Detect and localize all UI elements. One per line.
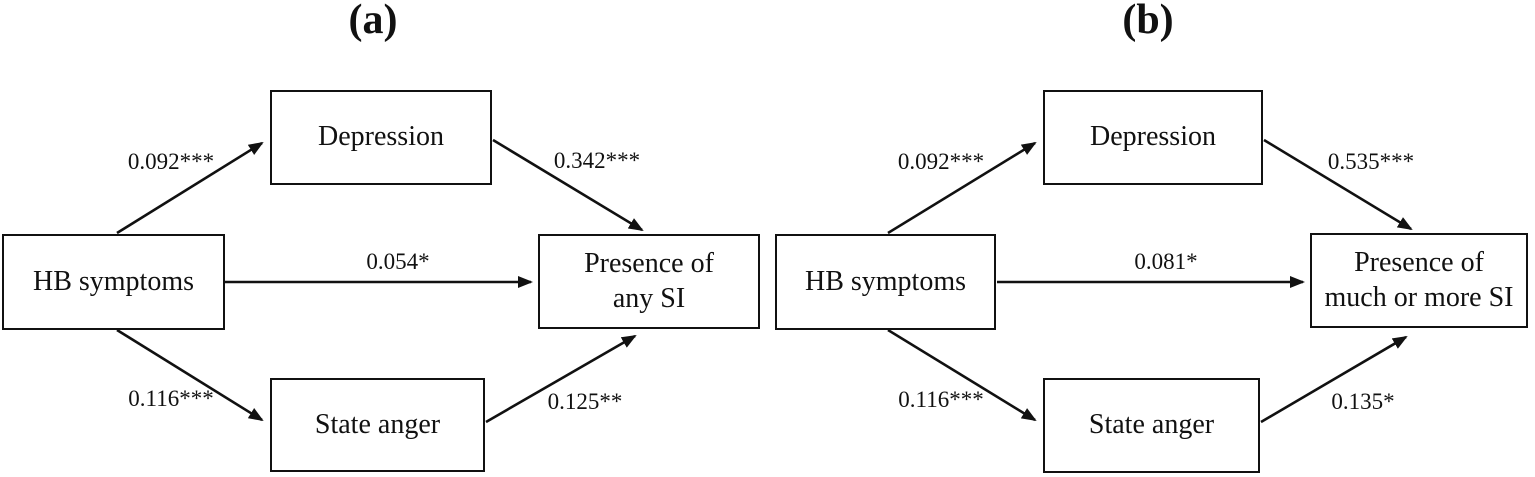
panel-a-coef-mediator-top-to-outcome: 0.342*** — [553, 148, 641, 173]
arrow-b-depression-to-outcome — [1263, 138, 1413, 231]
arrow-a-predictor-to-depression — [116, 141, 264, 235]
arrow-a-predictor-to-stateanger — [116, 328, 264, 422]
panel-b-predictor-box: HB symptoms — [775, 234, 996, 330]
panel-b-coef-predictor-to-mediator-bottom: 0.116*** — [898, 387, 984, 412]
panel-a-coef-mediator-bottom-to-outcome: 0.125** — [547, 389, 623, 414]
panel-b-predictor-label: HB symptoms — [804, 265, 967, 297]
panel-b-mediator-top-label: Depression — [1090, 121, 1216, 153]
arrow-b-predictor-to-stateanger — [887, 328, 1037, 422]
panel-a-predictor-box: HB symptoms — [2, 234, 225, 330]
panel-a-coef-predictor-to-mediator-top: 0.092*** — [127, 149, 215, 174]
arrow-a-stateanger-to-outcome — [485, 334, 637, 424]
panel-a-outcome-label-line2: any SI — [612, 282, 686, 314]
arrow-b-stateanger-to-outcome — [1260, 335, 1408, 424]
panel-a-outcome-label-line1: Presence of — [584, 248, 714, 280]
panel-b-coef-mediator-bottom-to-outcome: 0.135* — [1331, 389, 1395, 414]
panel-b-outcome-label-line2: much or more SI — [1324, 281, 1514, 313]
panel-a-mediator-bottom-box: State anger — [270, 378, 485, 472]
panel-a-mediator-top-label: Depression — [318, 121, 444, 153]
panel-b-coef-predictor-to-mediator-top: 0.092*** — [897, 149, 985, 174]
panel-b-coef-predictor-to-outcome: 0.081* — [1134, 249, 1198, 274]
arrow-b-predictor-to-depression — [887, 141, 1037, 235]
panel-a-coef-predictor-to-mediator-bottom: 0.116*** — [128, 386, 214, 411]
panel-b-mediator-top-box: Depression — [1043, 90, 1263, 185]
panel-b-coef-mediator-top-to-outcome: 0.535*** — [1327, 149, 1415, 174]
panel-a-mediator-top-box: Depression — [270, 90, 492, 185]
panel-a-outcome-box: Presence of any SI — [538, 234, 760, 329]
arrow-a-depression-to-outcome — [492, 138, 644, 232]
panel-b-mediator-bottom-label: State anger — [1088, 409, 1215, 441]
panel-a-mediator-bottom-label: State anger — [314, 408, 441, 440]
panel-a-title: (a) — [348, 0, 398, 43]
panel-a-coef-predictor-to-outcome: 0.054* — [366, 249, 430, 274]
panel-b-outcome-label-line1: Presence of — [1354, 247, 1484, 279]
panel-b-outcome-box: Presence of much or more SI — [1310, 233, 1528, 328]
panel-a-predictor-label: HB symptoms — [32, 265, 195, 297]
panel-b-title: (b) — [1122, 0, 1174, 43]
panel-b-mediator-bottom-box: State anger — [1043, 378, 1260, 473]
